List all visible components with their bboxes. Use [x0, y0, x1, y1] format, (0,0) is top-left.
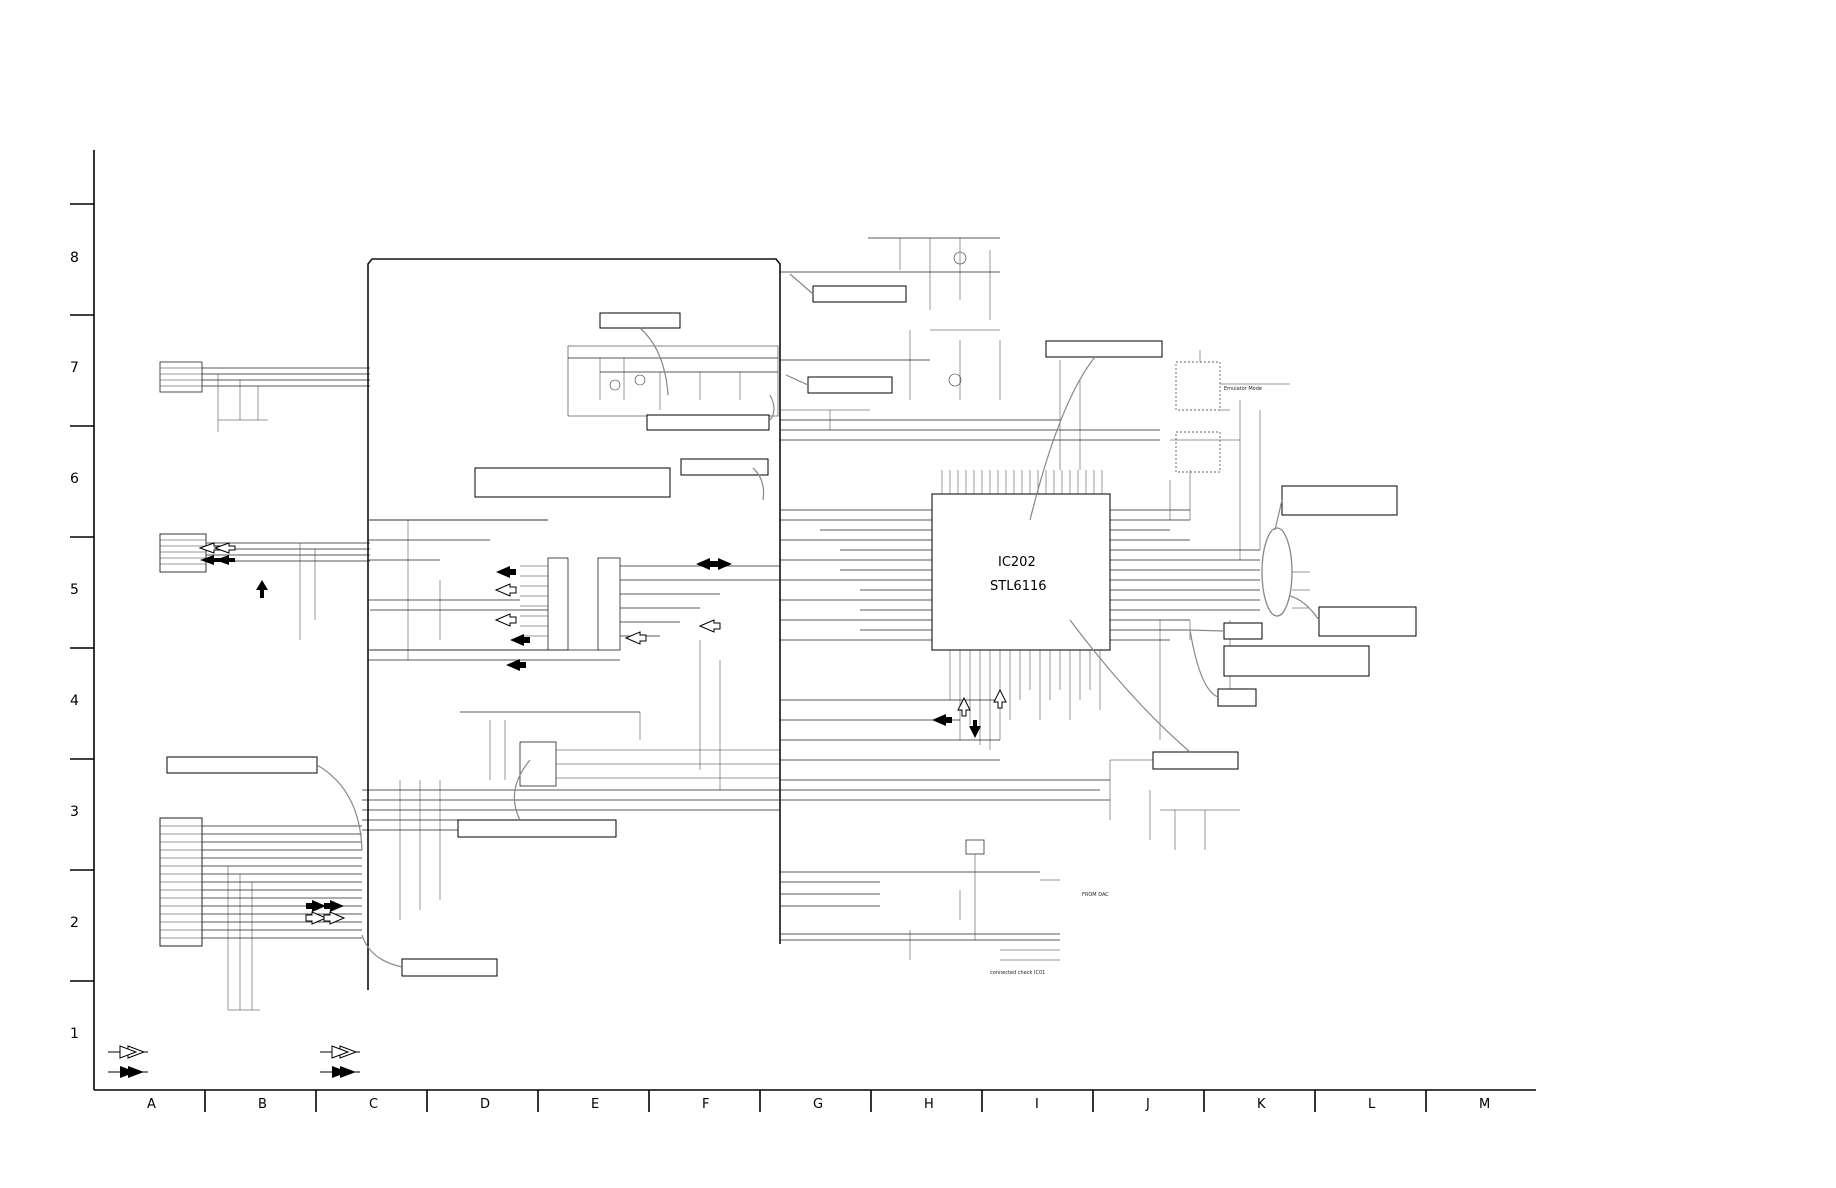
- row-label: 8: [70, 250, 79, 266]
- emulator-mode-text: Emulator Mode: [1224, 386, 1262, 392]
- callout-box: [812, 285, 907, 303]
- ic202-part: STL6116: [990, 579, 1047, 594]
- power-section: [780, 237, 1160, 470]
- regulator-section: FROM DAC connected check IC01: [780, 839, 1109, 976]
- callout-box: [1217, 688, 1257, 707]
- callout-box: [807, 376, 893, 394]
- from-dac-text: FROM DAC: [1082, 892, 1109, 898]
- legend-arrow-solid: [108, 1066, 148, 1078]
- row-label: 1: [70, 1026, 79, 1042]
- callout-box: [1223, 645, 1370, 677]
- callout-box: [1152, 751, 1239, 770]
- col-label: K: [1257, 1097, 1266, 1112]
- callout-box: [401, 958, 498, 977]
- callout-box: [166, 756, 318, 774]
- small-ic: [370, 519, 780, 660]
- col-label: D: [480, 1097, 490, 1112]
- column-labels: A B C D E F G H I J K L M: [147, 1097, 1490, 1112]
- ic202-bottom-pins: [949, 650, 1101, 750]
- row-label: 5: [70, 582, 79, 598]
- ic202-right-pins: [1110, 509, 1260, 641]
- filter-circuit: [567, 345, 779, 417]
- col-label: H: [924, 1097, 934, 1112]
- sub-block-frame: [367, 258, 781, 990]
- emulator-section: Emulator Mode: [1169, 350, 1310, 617]
- callout-box: [457, 819, 617, 838]
- ic202-top-pins: [941, 470, 1103, 494]
- legend-arrow-solid: [320, 1066, 360, 1078]
- ic202-left-pins: [780, 509, 932, 641]
- callout-box: [1045, 340, 1163, 358]
- connected-check-text: connected check IC01: [990, 970, 1045, 976]
- connector-upper: [159, 361, 370, 432]
- col-label: I: [1035, 1097, 1039, 1112]
- callout-boxes: [166, 285, 1417, 977]
- col-label: C: [369, 1097, 378, 1112]
- ic202-ref: IC202: [998, 555, 1036, 570]
- col-label: F: [702, 1097, 709, 1112]
- callout-leaders: [316, 273, 1320, 968]
- legend-arrow-outline: [108, 1045, 148, 1059]
- ic202-chip: IC202 STL6116: [780, 470, 1260, 750]
- legend-arrow-outline: [320, 1045, 360, 1059]
- row-labels: 8 7 6 5 4 3 2 1: [70, 250, 79, 1042]
- callout-box: [1223, 622, 1263, 640]
- col-label: L: [1368, 1097, 1376, 1112]
- callout-box: [680, 458, 769, 476]
- legend: [108, 1045, 360, 1078]
- row-label: 3: [70, 804, 79, 820]
- row-label: 6: [70, 471, 79, 487]
- col-label: M: [1479, 1097, 1490, 1112]
- col-label: G: [813, 1097, 823, 1112]
- col-label: A: [147, 1097, 156, 1112]
- callout-box: [1281, 485, 1398, 516]
- row-label: 4: [70, 693, 79, 709]
- signal-arrows: [198, 542, 1007, 925]
- col-label: B: [258, 1097, 267, 1112]
- connector-middle: [159, 533, 370, 640]
- callout-box: [1318, 606, 1417, 637]
- row-label: 7: [70, 360, 79, 376]
- row-label: 2: [70, 915, 79, 931]
- col-label: J: [1145, 1097, 1150, 1112]
- small-ic-lower: [460, 640, 780, 790]
- callout-box: [474, 467, 671, 498]
- callout-box: [646, 414, 770, 431]
- callout-box: [599, 312, 681, 329]
- col-label: E: [591, 1097, 599, 1112]
- border-frame: [70, 150, 1536, 1112]
